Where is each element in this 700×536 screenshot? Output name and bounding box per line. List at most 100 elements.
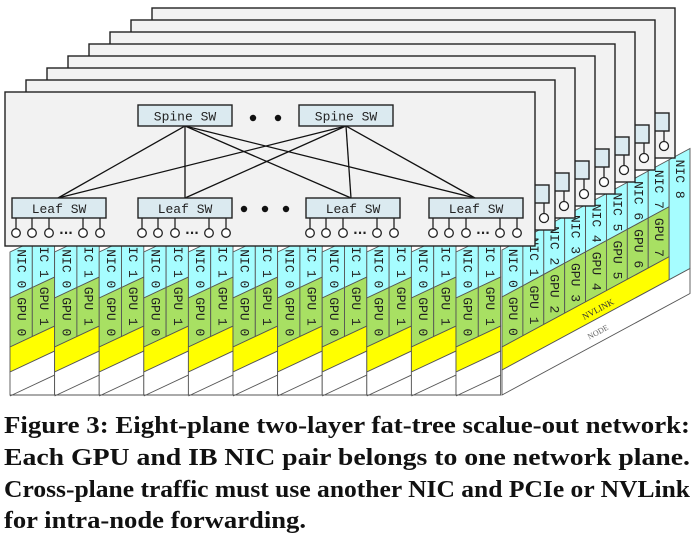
- port-icon: [618, 164, 630, 176]
- leaf-switch: Leaf SW ···: [305, 197, 401, 240]
- port-icon: [461, 228, 471, 238]
- leaf-switch-label: Leaf SW: [32, 202, 87, 217]
- gpu-label: GPU 0: [192, 297, 207, 336]
- spine-leaf-link: [57, 125, 347, 199]
- port-icon: [444, 228, 454, 238]
- gpu-label: GPU 0: [326, 297, 341, 336]
- leaf-switch: Leaf SW···: [428, 197, 524, 240]
- gpu-label: GPU 0: [460, 297, 475, 336]
- nic-label: NIC 1: [81, 239, 96, 278]
- nic-label: NIC 0: [103, 249, 118, 288]
- port-icon: [389, 228, 399, 238]
- nic-label: NIC 1: [170, 239, 185, 278]
- spine-ellipsis-dots: [249, 114, 282, 122]
- gpu-label: GPU 0: [14, 297, 29, 336]
- node-base-edge: [99, 374, 144, 397]
- node-base-edge: [322, 374, 367, 397]
- spine-switch: Spine SW: [137, 104, 233, 127]
- nic-label: NIC 0: [505, 249, 520, 288]
- gpu-label: GPU 1: [526, 286, 541, 325]
- nic-label: NIC 1: [36, 239, 51, 278]
- port-ellipsis: ···: [353, 226, 367, 240]
- nic-label: NIC 1: [125, 239, 140, 278]
- port-icon: [578, 188, 590, 200]
- port-icon: [372, 228, 382, 238]
- nic-label: NIC 4: [589, 204, 604, 243]
- node-base: [455, 350, 502, 396]
- spine-leaf-link: [184, 125, 476, 199]
- port-ellipsis: ···: [185, 226, 199, 240]
- port-icon: [558, 200, 570, 212]
- spine-switch: Spine SW: [298, 104, 394, 127]
- gpu-label: GPU 0: [237, 297, 252, 336]
- port-icon: [338, 228, 348, 238]
- spine-leaf-link: [345, 125, 476, 199]
- caption-line: Each GPU and IB NIC pair belongs to one …: [4, 445, 690, 471]
- nic-label: NIC 1: [214, 239, 229, 278]
- gpu-label: GPU 4: [589, 252, 604, 291]
- node-base-edge: [455, 374, 501, 397]
- spine-switch-label: Spine SW: [315, 110, 378, 125]
- leaf-switch-label: Leaf SW: [326, 202, 381, 217]
- nic-label: NIC 7: [651, 170, 666, 209]
- port-icon: [11, 228, 21, 238]
- leaf-ellipsis-dots: [240, 205, 290, 213]
- nic-label: NIC 0: [237, 249, 252, 288]
- port-icon: [658, 140, 670, 152]
- spine-leaf-link: [345, 125, 352, 199]
- node-base: [501, 267, 691, 396]
- nic-label: NIC 6: [630, 181, 645, 220]
- leaf-switch: Leaf SW···: [137, 197, 233, 240]
- node-base-edge: [277, 374, 323, 397]
- gpu-label: GPU 6: [630, 229, 645, 268]
- port-icon: [512, 228, 522, 238]
- port-icon: [78, 228, 88, 238]
- nic-label: NIC 5: [609, 192, 624, 231]
- nic-label: NIC 1: [437, 239, 452, 278]
- leaf-switch-box: [11, 197, 107, 219]
- spine-leaf-links: [57, 125, 476, 199]
- gpu-label: GPU 0: [370, 297, 385, 336]
- gpu-label: GPU 1: [81, 287, 96, 326]
- gpu-label: GPU 1: [259, 287, 274, 326]
- nic-label: NIC 1: [526, 238, 541, 277]
- caption-line: Cross-plane traffic must use another NIC…: [4, 477, 691, 503]
- gpu-label: GPU 0: [147, 297, 162, 336]
- nic-label: NIC 2: [547, 226, 562, 265]
- node-base-edge: [188, 374, 234, 397]
- gpu-label: GPU 1: [125, 287, 140, 326]
- gpu-label: GPU 2: [547, 274, 562, 313]
- gpu-node: NIC 0 GPU 0 NIC 1 GPU 1: [98, 230, 145, 397]
- nic-label: NIC 1: [482, 239, 497, 278]
- leaf-switch-box: [428, 197, 524, 219]
- gpu-label: GPU 1: [348, 287, 363, 326]
- port-icon: [44, 228, 54, 238]
- nic-label: NIC 1: [348, 239, 363, 278]
- nic-label: NIC 0: [58, 249, 73, 288]
- port-icon: [638, 152, 650, 164]
- nic-label: NIC 0: [281, 249, 296, 288]
- node-base-edge: [366, 374, 412, 397]
- gpu-label: GPU 0: [58, 297, 73, 336]
- port-icon: [221, 228, 231, 238]
- nic-label: NIC 0: [460, 249, 475, 288]
- gpu-label: GPU 1: [304, 287, 319, 326]
- port-ellipsis: ···: [59, 226, 73, 240]
- nic-label: NIC 1: [393, 239, 408, 278]
- node-base-edge: [54, 374, 100, 397]
- gpu-label: GPU 0: [103, 297, 118, 336]
- figure-caption: Figure 3: Eight-plane two-layer fat-tree…: [4, 413, 691, 534]
- node-base-edge: [143, 374, 189, 397]
- port-icon: [495, 228, 505, 238]
- gpu-label: GPU 1: [214, 287, 229, 326]
- port-icon: [321, 228, 331, 238]
- gpu-label: GPU 1: [482, 287, 497, 326]
- caption-line: for intra-node forwarding.: [4, 508, 306, 534]
- gpu-label: GPU 1: [170, 287, 185, 326]
